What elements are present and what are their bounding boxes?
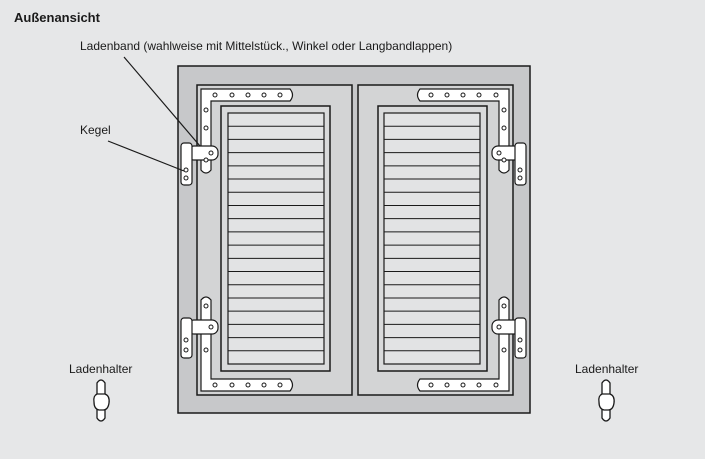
ladenband-label: Ladenband (wahlweise mit Mittelstück., W… [80, 39, 453, 53]
hinge-right-top [416, 88, 527, 186]
hinge-right-bottom [416, 296, 527, 392]
screw-hole [428, 92, 434, 98]
screw-hole [208, 150, 214, 156]
screw-hole [261, 382, 267, 388]
screw-hole [460, 382, 466, 388]
screw-hole [245, 382, 251, 388]
screw-hole [183, 175, 189, 181]
screw-hole [229, 92, 235, 98]
slat-area-right [383, 112, 481, 365]
screw-hole [212, 92, 218, 98]
screw-hole [493, 92, 499, 98]
screw-hole [517, 167, 523, 173]
slat-area-left [227, 112, 325, 365]
ladenhalter-left-icon [93, 379, 110, 422]
ladenhalter-label-right: Ladenhalter [575, 362, 639, 376]
screw-hole [476, 382, 482, 388]
slats-right [384, 125, 480, 352]
screw-hole [460, 92, 466, 98]
screw-hole [212, 382, 218, 388]
screw-hole [501, 303, 507, 309]
screw-hole [501, 125, 507, 131]
screw-hole [203, 347, 209, 353]
kegel-label: Kegel [80, 123, 111, 137]
screw-hole [517, 347, 523, 353]
screw-hole [261, 92, 267, 98]
hinge-left-top [180, 88, 294, 186]
screw-hole [444, 382, 450, 388]
screw-hole [444, 92, 450, 98]
screw-hole [517, 175, 523, 181]
screw-hole [476, 92, 482, 98]
screw-hole [501, 347, 507, 353]
ladenhalter-label-left: Ladenhalter [69, 362, 133, 376]
hinge-screw-holes [183, 92, 523, 388]
screw-hole [277, 92, 283, 98]
screw-hole [245, 92, 251, 98]
screw-hole [517, 337, 523, 343]
screw-hole [229, 382, 235, 388]
ladenhalter-right-icon [598, 379, 615, 422]
page-title: Außenansicht [14, 10, 100, 25]
screw-hole [208, 324, 214, 330]
screw-hole [496, 324, 502, 330]
kegel-leader-line [107, 140, 185, 172]
screw-hole [496, 150, 502, 156]
screw-hole [203, 125, 209, 131]
screw-hole [428, 382, 434, 388]
screw-hole [183, 167, 189, 173]
screw-hole [183, 337, 189, 343]
screw-hole [277, 382, 283, 388]
screw-hole [501, 107, 507, 113]
slats-left [228, 125, 324, 352]
screw-hole [183, 347, 189, 353]
ladenband-leader-line [123, 56, 201, 147]
screw-hole [203, 303, 209, 309]
screw-hole [203, 157, 209, 163]
screw-hole [203, 107, 209, 113]
screw-hole [493, 382, 499, 388]
screw-hole [501, 157, 507, 163]
